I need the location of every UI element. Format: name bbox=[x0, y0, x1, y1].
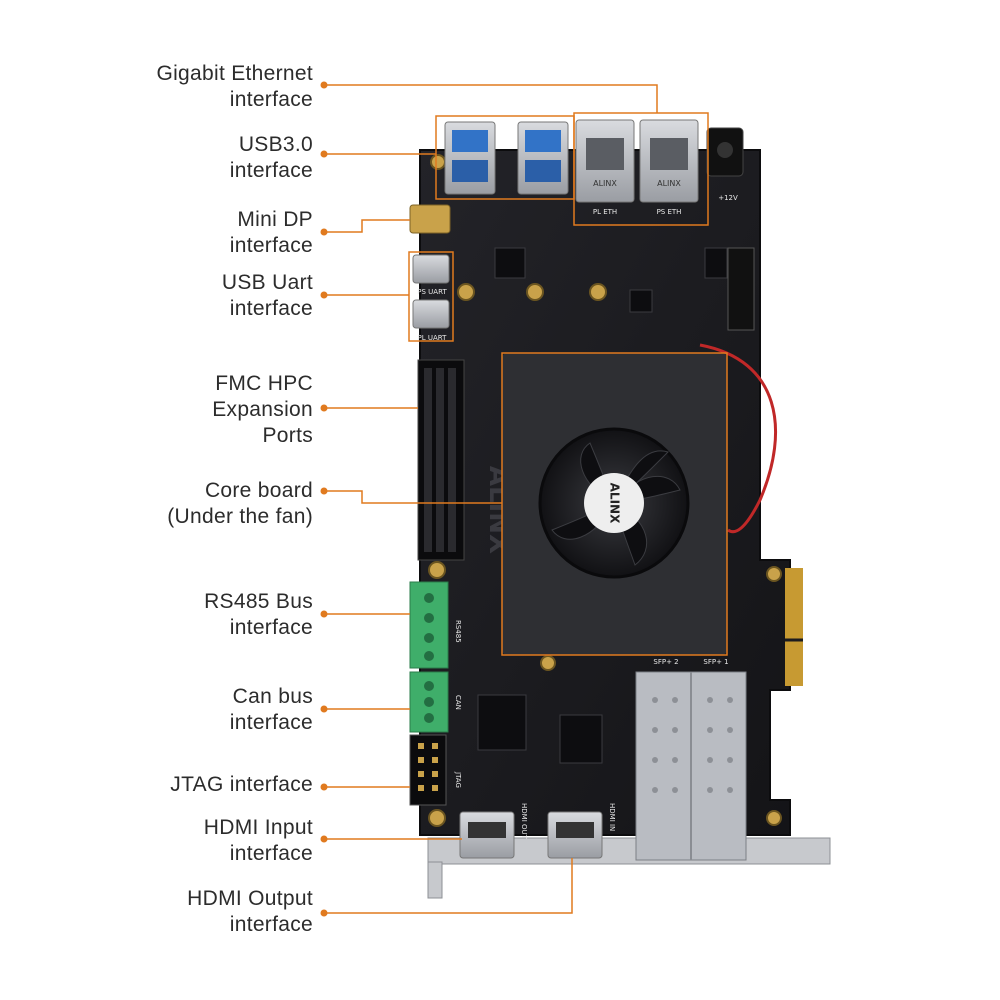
ps-uart-text: PS UART bbox=[417, 288, 447, 296]
label-gigabit-ethernet: Gigabit Ethernet interface bbox=[156, 61, 313, 113]
label-line: USB Uart bbox=[221, 271, 313, 294]
fan-brand-text: ALINX bbox=[608, 483, 622, 524]
pcie-bracket-tab bbox=[427, 861, 443, 899]
label-rs485: RS485 Bus interface bbox=[204, 589, 313, 641]
highlight-boxes bbox=[408, 112, 728, 656]
label-line: interface bbox=[229, 234, 313, 257]
can-board-text: CAN bbox=[454, 695, 462, 710]
hdmi-in-board-text: HDMI IN bbox=[608, 803, 616, 831]
pcie-gold-fingers bbox=[785, 568, 803, 686]
jtag-header: JTAG bbox=[409, 734, 462, 806]
label-line: interface bbox=[229, 297, 313, 320]
label-usb-uart: USB Uart interface bbox=[222, 270, 313, 322]
sfp2-text: SFP+ 2 bbox=[653, 658, 678, 666]
label-line: Gigabit Ethernet bbox=[156, 62, 313, 85]
usb3-ports bbox=[444, 121, 569, 195]
label-usb3: USB3.0 interface bbox=[230, 132, 313, 184]
label-line: JTAG interface bbox=[170, 773, 313, 796]
m2-slot bbox=[727, 247, 755, 331]
label-line: HDMI Output bbox=[187, 887, 313, 910]
label-line: interface bbox=[229, 842, 313, 865]
label-line: Expansion bbox=[212, 398, 313, 421]
pl-uart-text: PL UART bbox=[418, 334, 448, 342]
fan-wires bbox=[699, 343, 777, 534]
label-line: Core board bbox=[204, 479, 313, 502]
label-line: interface bbox=[229, 711, 313, 734]
rs485-board-text: RS485 bbox=[454, 620, 462, 643]
label-line: Can bus bbox=[232, 685, 313, 708]
chips bbox=[477, 247, 728, 764]
label-core-board: Core board (Under the fan) bbox=[167, 478, 313, 530]
sfp1-text: SFP+ 1 bbox=[703, 658, 728, 666]
hdmi-ports: HDMI OUT HDMI IN bbox=[459, 803, 616, 859]
label-hdmi-output: HDMI Output interface bbox=[187, 886, 313, 938]
usb-uart-ports: PS UART PL UART bbox=[412, 254, 450, 342]
label-line: HDMI Input bbox=[203, 816, 313, 839]
hdmi-out-board-text: HDMI OUT bbox=[520, 803, 528, 840]
label-can-bus: Can bus interface bbox=[230, 684, 313, 736]
rj45-ports: ALINX ALINX PL ETH PS ETH bbox=[575, 119, 699, 216]
rs485-terminal: RS485 bbox=[409, 581, 462, 669]
fmc-hpc-connector bbox=[417, 359, 465, 561]
power-text: +12V bbox=[718, 194, 738, 202]
label-line: RS485 Bus bbox=[204, 590, 313, 613]
label-line: Mini DP bbox=[237, 208, 313, 231]
sfp-cage: SFP+ 2 SFP+ 1 bbox=[635, 658, 747, 861]
label-jtag: JTAG interface bbox=[170, 772, 313, 798]
label-mini-dp: Mini DP interface bbox=[230, 207, 313, 259]
rj45-left-brand: ALINX bbox=[593, 179, 617, 188]
label-line: USB3.0 bbox=[238, 133, 313, 156]
pl-eth-text: PL ETH bbox=[593, 208, 617, 216]
ps-eth-text: PS ETH bbox=[657, 208, 682, 216]
core-board-fan: ALINX bbox=[501, 352, 728, 656]
mounting-holes bbox=[428, 154, 782, 827]
leader-lines bbox=[324, 84, 658, 914]
can-terminal: CAN bbox=[409, 671, 462, 733]
label-line: Ports bbox=[262, 424, 313, 447]
mini-dp-port bbox=[409, 204, 451, 234]
label-line: interface bbox=[229, 913, 313, 936]
label-line: interface bbox=[229, 616, 313, 639]
label-fmc-hpc: FMC HPC Expansion Ports bbox=[212, 371, 313, 449]
label-line: FMC HPC bbox=[215, 372, 313, 395]
leader-dots bbox=[320, 81, 328, 917]
rj45-right-brand: ALINX bbox=[657, 179, 681, 188]
label-hdmi-input: HDMI Input interface bbox=[204, 815, 313, 867]
label-line: (Under the fan) bbox=[167, 505, 313, 528]
jtag-board-text: JTAG bbox=[454, 771, 462, 788]
power-jack: +12V bbox=[706, 127, 744, 202]
label-line: interface bbox=[229, 159, 313, 182]
label-line: interface bbox=[229, 88, 313, 111]
